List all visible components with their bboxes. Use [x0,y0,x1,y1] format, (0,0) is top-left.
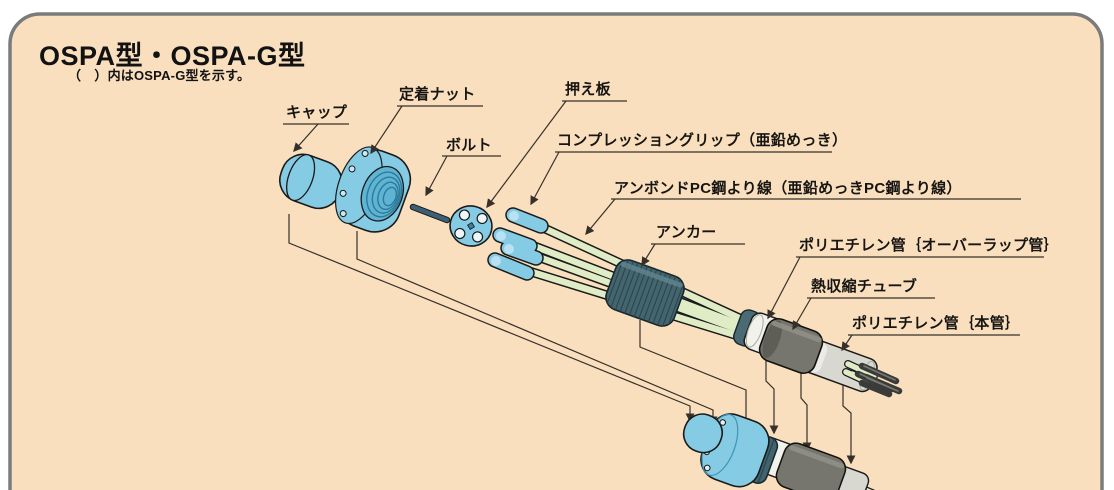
anchor-nut-part [334,146,412,233]
label-pc-strand: アンボンドPC鋼より線（亜鉛めっきPC鋼より線） [614,180,962,197]
assembled-view [682,413,876,490]
label-heat-shrink-tube: 熱収縮チューブ [811,278,918,295]
label-anchor-nut: 定着ナット [399,86,476,103]
label-pe-pipe-main: ポリエチレン管｛本管｝ [852,315,1021,332]
label-bolt: ボルト [446,137,492,154]
label-cap: キャップ [286,104,348,121]
strand-tips [842,360,903,398]
bolt-part [409,203,451,224]
label-leaders [283,100,1044,352]
compression-grips [487,207,549,281]
label-press-plate: 押え板 [565,81,611,98]
anchor-part [605,256,686,330]
diagram-subtitle: （ ）内はOSPA-G型を示す。 [68,68,251,83]
cap-part [278,153,343,210]
label-pe-pipe-overlap: ポリエチレン管｛オーバーラップ管｝ [799,237,1059,254]
label-compression-grip: コンプレッショングリップ（亜鉛めっき） [557,132,848,149]
diagram-title: OSPA型・OSPA-G型 [39,41,306,71]
heat-shrink-tube-part [758,317,824,375]
label-anchor: アンカー [656,224,717,241]
press-plate-part [449,205,493,247]
